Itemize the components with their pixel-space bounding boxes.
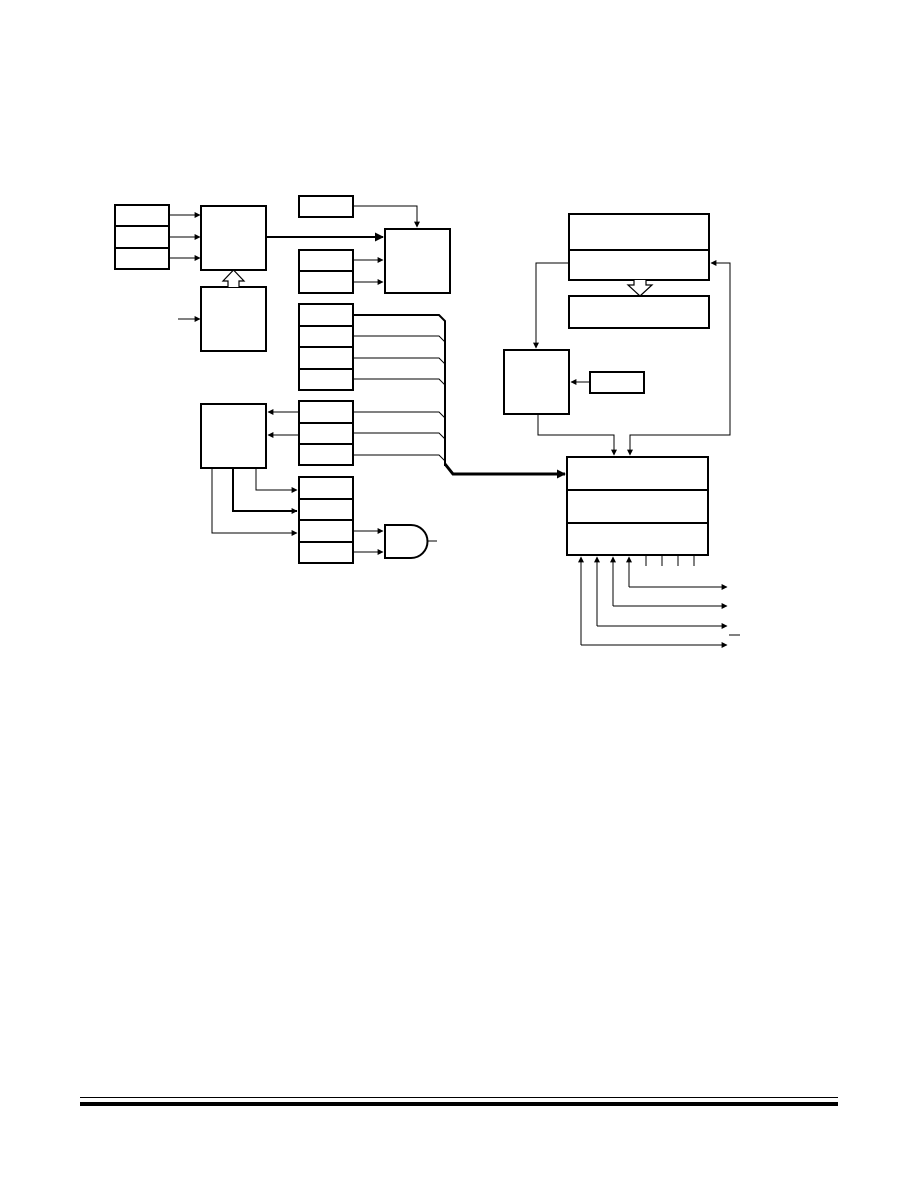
compare-input-register-1 [298, 249, 354, 272]
arrow-logic-to-output [537, 414, 617, 456]
top-small-register [298, 195, 354, 218]
register-b-cell-1 [298, 400, 354, 424]
output-register-cell-1 [566, 456, 709, 491]
bus-wires [353, 314, 566, 479]
bus-wire-3 [353, 357, 446, 365]
compare-input-register-2 [298, 270, 354, 294]
register-a-cell-1 [298, 303, 354, 327]
control-output-cell-1 [298, 476, 354, 500]
output-register-cell-3 [566, 522, 709, 556]
bus-wire-6 [353, 432, 446, 440]
right-logic-block [503, 349, 570, 415]
register-b-cell-3 [298, 443, 354, 466]
register-stack-b [298, 400, 354, 466]
register-a-cell-2 [298, 325, 354, 348]
arrow-register-to-logic [533, 262, 569, 349]
register-b-cell-2 [298, 422, 354, 445]
bus-wire-7 [353, 454, 446, 462]
bus-wire-1 [353, 314, 446, 466]
right-register-bottom [568, 249, 710, 281]
output-bit-lines [645, 555, 695, 566]
counter-block [200, 286, 267, 352]
control-wire-3 [211, 468, 298, 536]
control-wire-1 [255, 468, 298, 493]
hollow-up-arrow [221, 269, 246, 287]
and-gate [384, 524, 429, 559]
bus-wire-4 [353, 378, 446, 386]
compare-block [384, 228, 451, 294]
control-output-cell-4 [298, 541, 354, 564]
right-side-register [589, 371, 645, 394]
output-register-cell-2 [566, 489, 709, 524]
selector-block [200, 205, 267, 271]
control-block [200, 403, 267, 469]
hollow-down-arrow [626, 280, 654, 297]
control-output-stack [298, 476, 354, 564]
output-signal-arrows [578, 556, 740, 648]
arrow-top-register-to-compare [353, 205, 420, 228]
right-register-top [568, 213, 710, 251]
bus-wire-2 [353, 335, 446, 343]
control-output-wires [211, 468, 298, 536]
control-wire-2 [232, 468, 298, 514]
data-bus-arrow [443, 463, 566, 479]
input-register-arrows [169, 212, 201, 261]
register-a-cell-3 [298, 346, 354, 370]
control-output-cell-2 [298, 498, 354, 521]
register-a-cell-4 [298, 368, 354, 391]
register-stack-a [298, 303, 354, 391]
feedback-wire [629, 260, 731, 455]
output-register-block [566, 456, 709, 556]
input-register-cell-3 [114, 247, 170, 270]
footer-rule-thin [80, 1097, 838, 1098]
control-output-cell-3 [298, 519, 354, 543]
bus-wire-5 [353, 411, 446, 419]
input-register-cell-2 [114, 225, 170, 249]
right-buffer-register [568, 295, 710, 329]
input-register-cell-1 [114, 204, 170, 227]
footer-rule-thick [80, 1102, 838, 1106]
input-register-stack [114, 204, 170, 270]
